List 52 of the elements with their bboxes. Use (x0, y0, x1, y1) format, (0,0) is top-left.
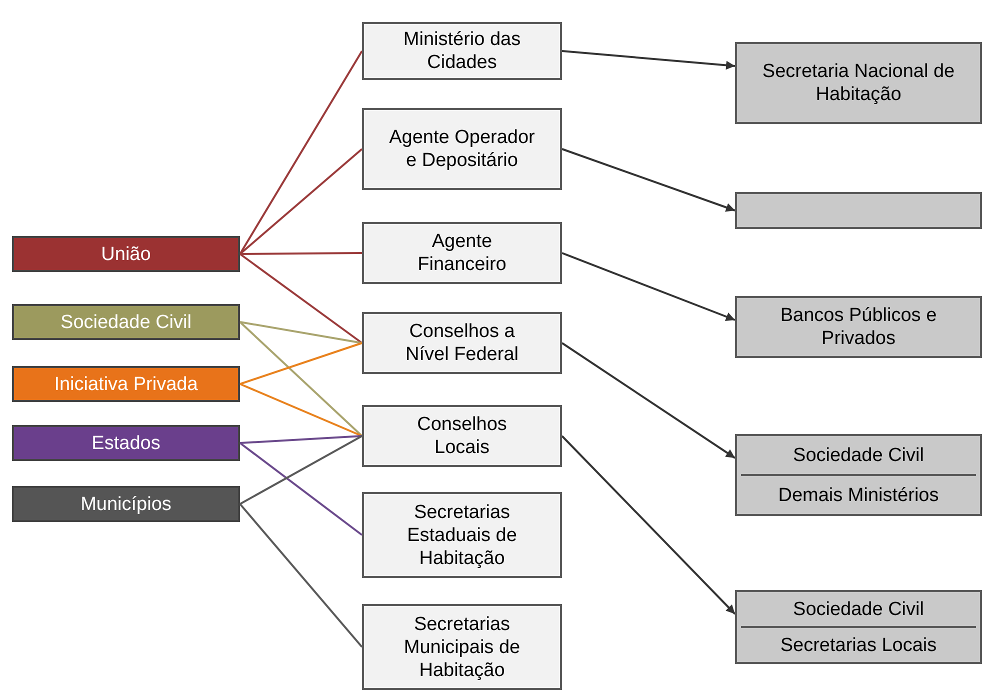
node-label: Secretaria Nacional de Habitação (761, 60, 956, 106)
arrow (561, 342, 736, 459)
connector-line (240, 252, 362, 255)
connector-line (239, 148, 363, 255)
node-label: União (100, 242, 152, 266)
arrow (562, 148, 736, 212)
category-box (12, 304, 240, 340)
node-label: Agente Operador e Depositário (388, 126, 536, 172)
connector-line (240, 321, 362, 344)
node-label: Sociedade Civil (60, 310, 192, 334)
node-label: Municípios (80, 492, 172, 516)
connector-line (239, 503, 363, 648)
entity-box (735, 434, 982, 516)
arrow (562, 252, 736, 321)
connector-line (239, 321, 363, 437)
connector-line (240, 342, 362, 385)
process-box (362, 22, 562, 80)
node-label: Estados (90, 432, 162, 454)
connector-line (240, 435, 362, 505)
process-box (362, 222, 562, 284)
process-box (362, 312, 562, 374)
category-box (12, 236, 240, 272)
arrow (562, 50, 736, 70)
node-label: Conselhos Locais (416, 413, 508, 459)
connector-line (239, 50, 363, 255)
category-box (12, 425, 240, 461)
node-label: Sociedade Civil (792, 598, 925, 622)
category-box (12, 366, 240, 402)
node-label: Ministério das Cidades (402, 28, 522, 74)
node-label: Iniciativa Privada (53, 372, 199, 396)
process-box (362, 604, 562, 690)
entity-box (735, 296, 982, 358)
empty-box (735, 192, 982, 229)
connector-line (239, 442, 363, 536)
node-label: Conselhos a Nível Federal (404, 320, 520, 366)
node-label: Agente Financeiro (416, 230, 508, 276)
node-label: Sociedade Civil (792, 444, 925, 468)
process-box (362, 405, 562, 467)
node-label: Secretarias Locais (741, 626, 976, 662)
connector-line (240, 383, 362, 437)
entity-box (735, 590, 982, 664)
connector-line (239, 253, 363, 344)
process-box (362, 492, 562, 578)
connector-line (240, 435, 362, 444)
process-box (362, 108, 562, 190)
entity-box (735, 42, 982, 124)
node-label: Demais Ministérios (741, 474, 976, 514)
category-box (12, 486, 240, 522)
node-label: Secretarias Municipais de Habitação (402, 612, 522, 682)
node-label: Secretarias Estaduais de Habitação (406, 500, 518, 570)
arrow (561, 435, 736, 615)
node-label: Bancos Públicos e Privados (779, 304, 938, 350)
